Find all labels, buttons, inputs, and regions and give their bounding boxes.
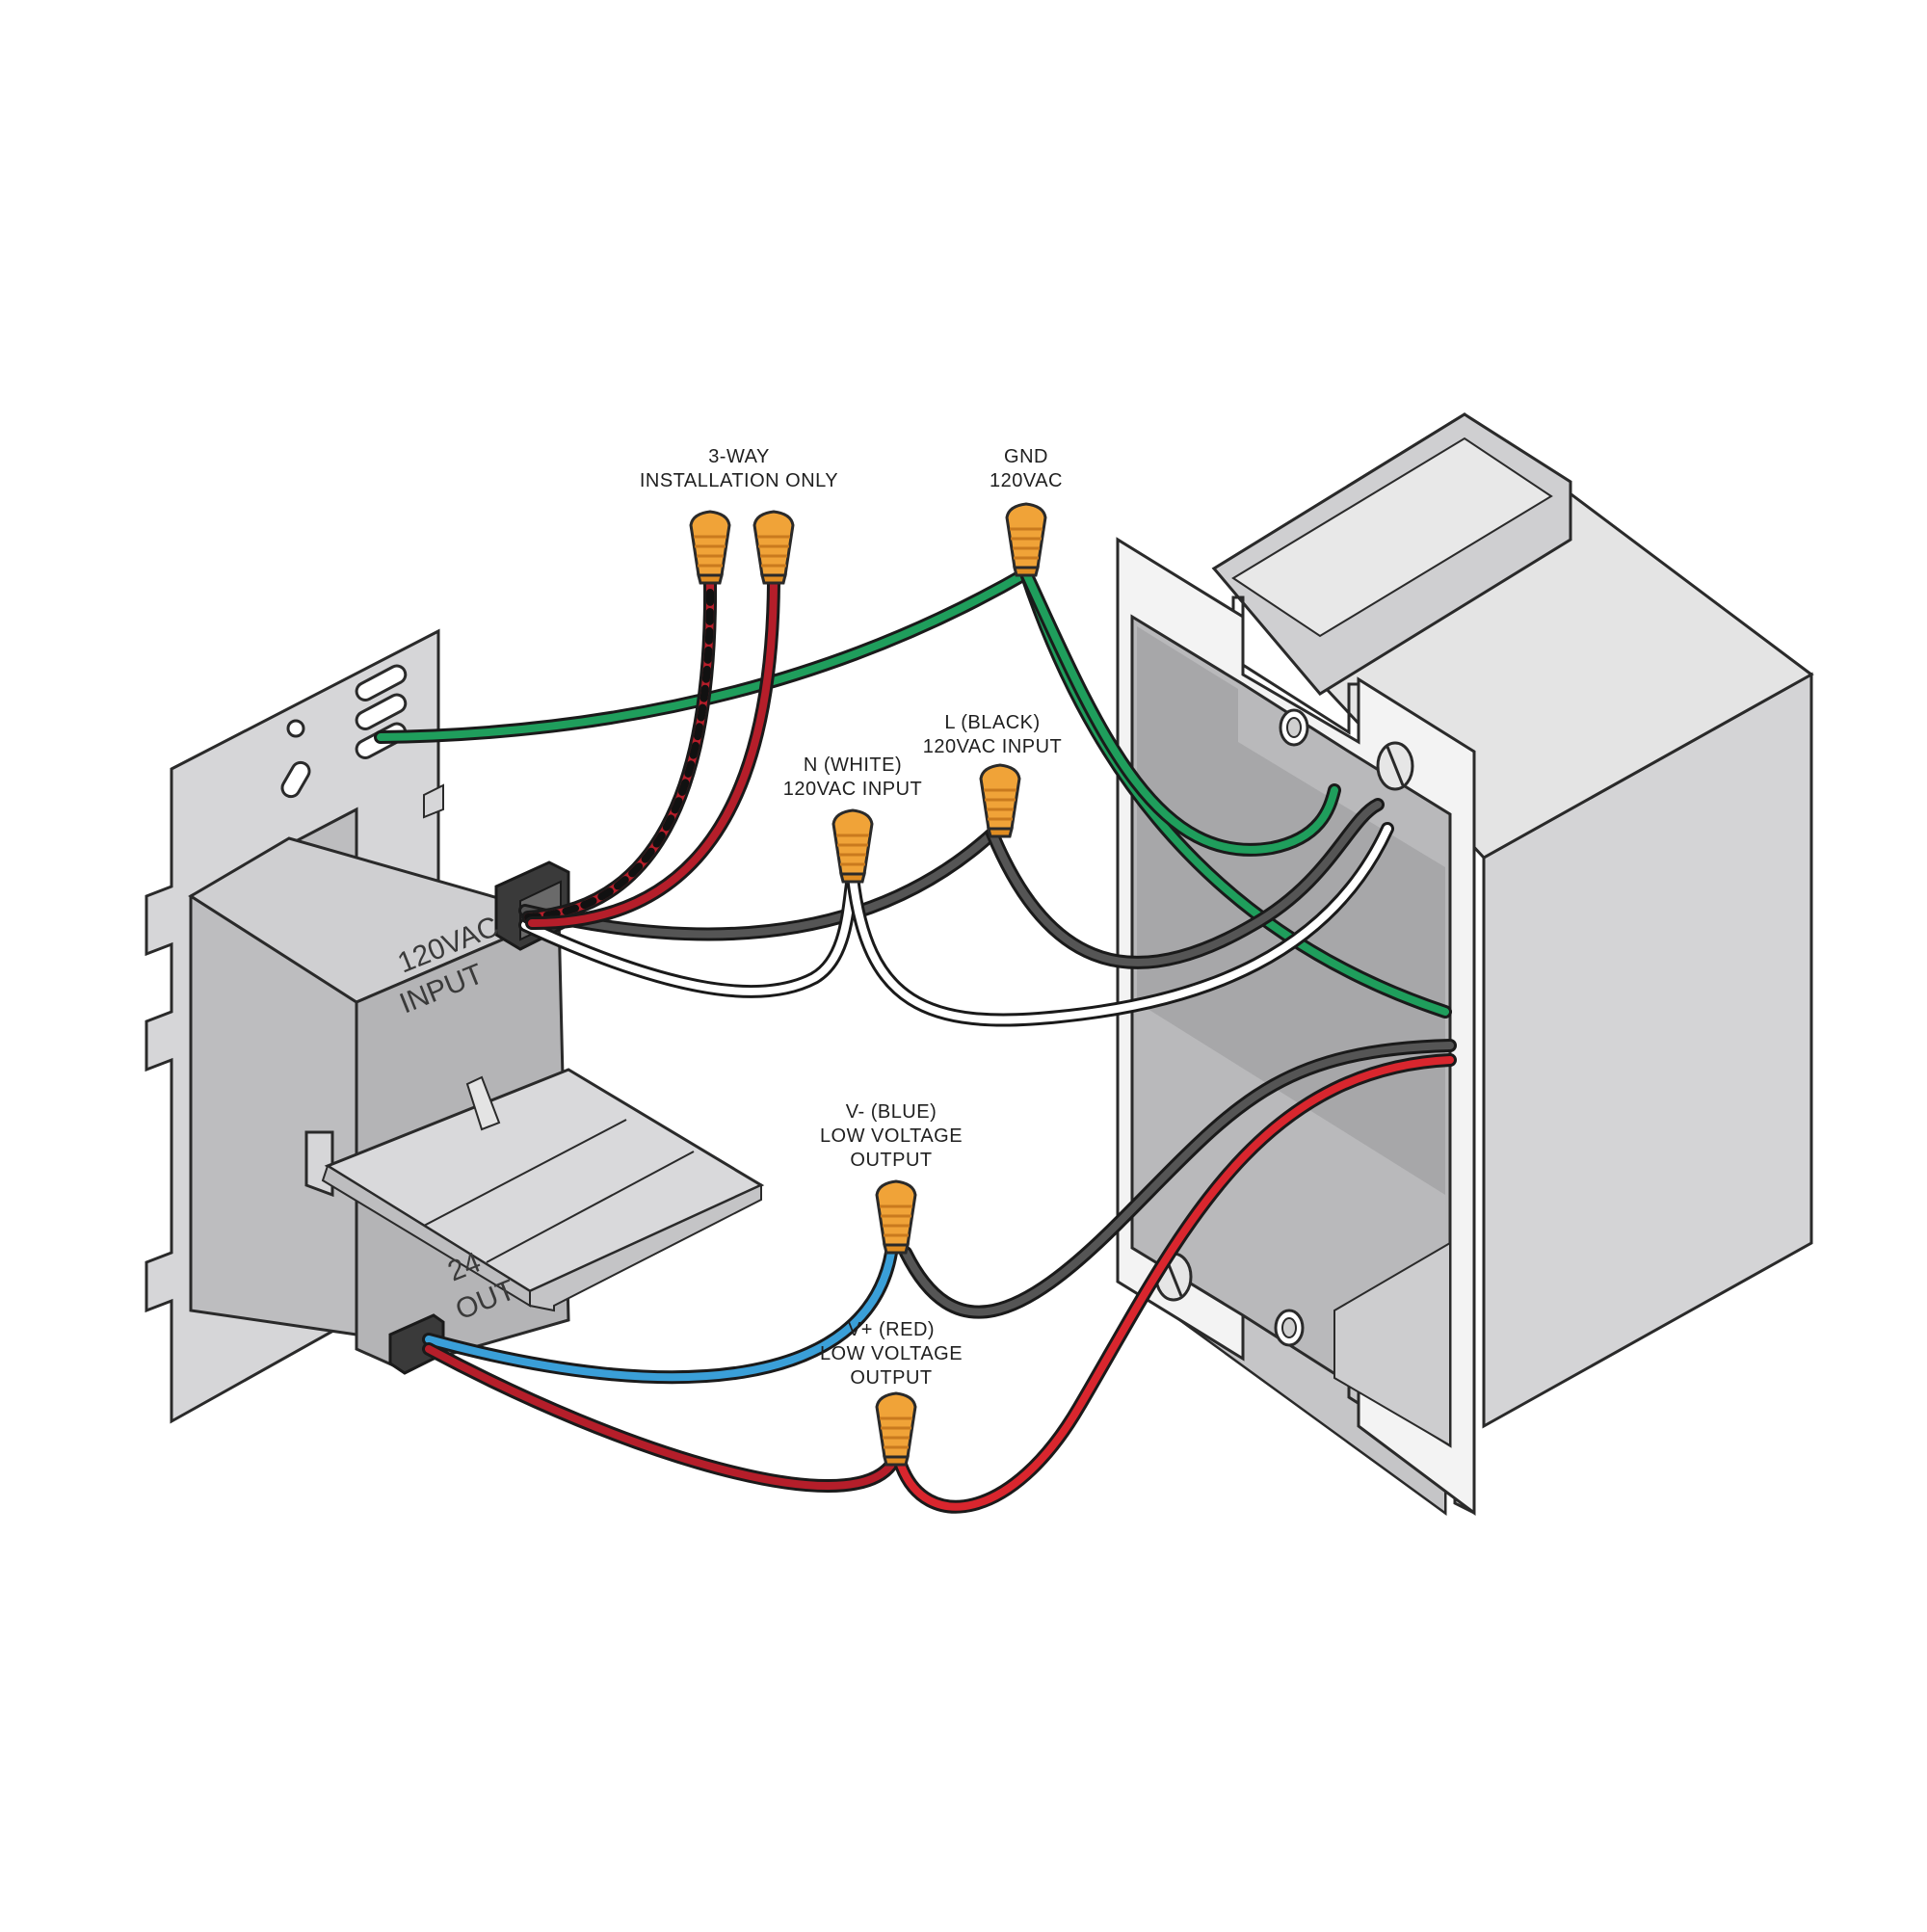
label-3way-line1: 3-WAY <box>708 446 770 467</box>
label-blue-line3: OUTPUT <box>850 1150 932 1171</box>
label-black-line1: L (BLACK) <box>944 712 1040 733</box>
labels: 3-WAY INSTALLATION ONLY GND 120VAC L (BL… <box>640 446 1063 1389</box>
wires <box>374 567 1457 1514</box>
label-red-line2: LOW VOLTAGE <box>820 1343 963 1364</box>
dimmer-device: 120VAC INPUT 24 OUT <box>145 628 765 1424</box>
label-gnd-line2: 120VAC <box>990 470 1063 491</box>
ground-wires <box>374 567 1452 1019</box>
label-white-line2: 120VAC INPUT <box>783 779 923 800</box>
label-gnd-line1: GND <box>1004 446 1048 467</box>
label-white-line1: N (WHITE) <box>804 754 902 776</box>
label-3way-line2: INSTALLATION ONLY <box>640 470 838 491</box>
label-black-line2: 120VAC INPUT <box>923 736 1063 757</box>
three-way-wires <box>521 576 780 931</box>
label-blue-line2: LOW VOLTAGE <box>820 1125 963 1147</box>
electrical-box <box>1116 412 1814 1516</box>
label-blue-line1: V- (BLUE) <box>846 1101 937 1123</box>
label-red-line1: V+ (RED) <box>848 1319 935 1340</box>
nut-v-plus <box>875 1391 917 1467</box>
nut-3way-red <box>752 510 795 585</box>
nut-ground <box>1005 502 1047 577</box>
line-wires <box>518 798 1385 969</box>
label-red-line3: OUTPUT <box>850 1367 932 1389</box>
nut-3way-black <box>689 510 731 585</box>
nut-line <box>979 763 1021 838</box>
low-voltage-wires <box>422 1039 1457 1514</box>
nut-neutral <box>832 808 874 884</box>
neutral-wires <box>518 822 1394 1027</box>
nut-v-minus <box>875 1179 917 1255</box>
